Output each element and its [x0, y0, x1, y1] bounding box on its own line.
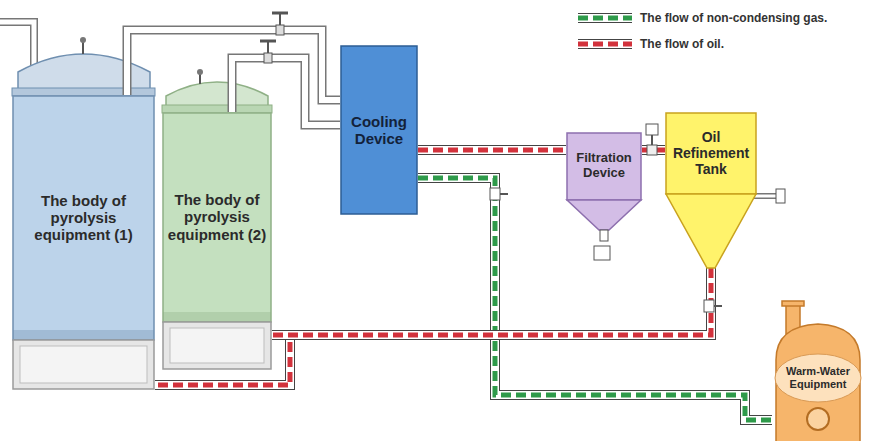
- lid-rim: [12, 88, 155, 96]
- valve: [260, 41, 276, 63]
- label-area: Filtration Device: [566, 132, 642, 200]
- node-label: Cooling Device: [344, 113, 414, 148]
- legend-label: The flow of non-condensing gas.: [640, 10, 827, 26]
- legend-sample-oil: [578, 39, 632, 49]
- lid-rim: [162, 105, 272, 113]
- node-label: Warm-Water Equipment: [776, 365, 860, 390]
- outlet-box: [594, 246, 610, 260]
- legend-sample-gas: [578, 16, 632, 21]
- node-label: The body of pyrolysis equipment (1): [32, 192, 136, 244]
- valve: [490, 188, 508, 200]
- gas-pipe: [418, 178, 772, 420]
- valve: [646, 124, 658, 155]
- valve: [776, 189, 785, 203]
- legend-sample-oil: [578, 40, 632, 48]
- lid-knob: [197, 69, 203, 75]
- valve: [704, 300, 722, 312]
- cooling-device: Cooling Device: [340, 45, 418, 215]
- label-area: Oil Refinement Tank: [665, 112, 757, 194]
- warm-water-boiler: Warm-Water Equipment: [772, 300, 864, 441]
- pyrolysis-body: The body of pyrolysis equipment (2): [162, 112, 272, 370]
- label-area: Warm-Water Equipment: [772, 356, 864, 400]
- filtration-device-outline: [566, 132, 642, 242]
- node-label: Filtration Device: [571, 151, 637, 181]
- refinement-tank: Oil Refinement Tank: [665, 112, 757, 268]
- lid-knob: [80, 37, 86, 43]
- legend-sample-gas: [578, 14, 632, 22]
- oil-pipe: [418, 150, 566, 151]
- label-area: The body of pyrolysis equipment (1): [12, 95, 155, 340]
- label-area: Cooling Device: [340, 45, 418, 215]
- node-label: Oil Refinement Tank: [670, 129, 752, 177]
- lid-handle: [82, 42, 84, 54]
- legend-label: The flow of oil.: [640, 36, 724, 52]
- valve: [272, 13, 288, 35]
- lid-handle: [199, 74, 201, 84]
- label-area: The body of pyrolysis equipment (2): [162, 112, 272, 322]
- oil-pipe: [272, 268, 711, 335]
- legend-sample-gas: [578, 13, 632, 23]
- legend-sample-oil: [578, 42, 632, 47]
- filtration-device: Filtration Device: [566, 132, 642, 242]
- node-label: The body of pyrolysis equipment (2): [167, 191, 267, 243]
- pyrolysis-body: The body of pyrolysis equipment (1): [12, 95, 155, 390]
